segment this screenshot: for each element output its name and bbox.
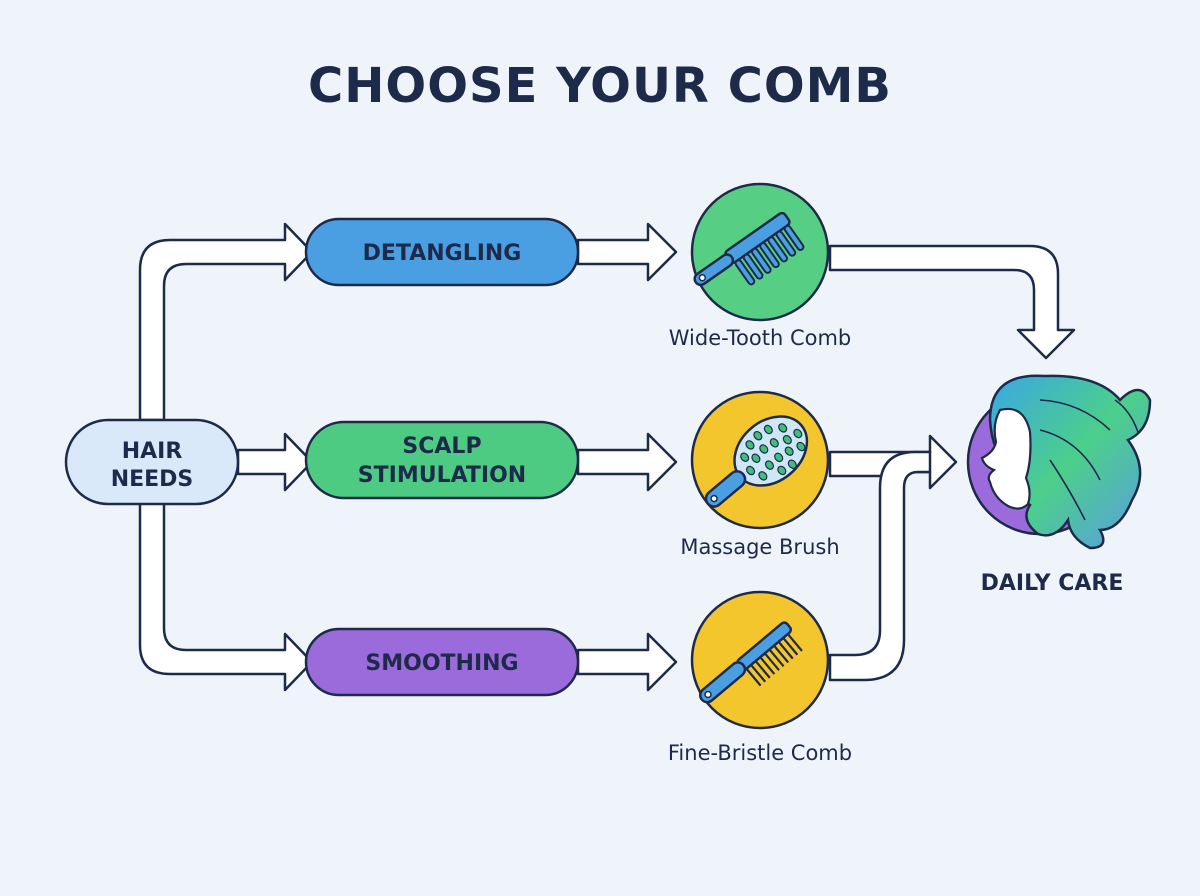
tool-label-fine-bristle-comb: Fine-Bristle Comb [668, 741, 852, 765]
need-label-detangling: DETANGLING [363, 241, 522, 266]
source-node[interactable]: HAIR NEEDS [64, 418, 240, 506]
need-label-scalp-line1: SCALP [402, 434, 481, 459]
target-node-daily-care[interactable]: DAILY CARE [966, 374, 1152, 596]
need-node-scalp-stimulation[interactable]: SCALP STIMULATION [304, 420, 580, 500]
arrow-scalp-to-massage-brush [576, 432, 678, 492]
arrow-source-to-detangling [138, 222, 314, 422]
massage-brush-icon [704, 415, 809, 508]
need-label-scalp-line2: STIMULATION [358, 463, 526, 488]
fine-bristle-comb-icon [698, 621, 803, 704]
tool-node-wide-tooth-comb[interactable]: Wide-Tooth Comb [669, 182, 852, 350]
arrow-fine-bristle-to-daily-care [828, 450, 932, 682]
arrow-source-to-scalp [236, 432, 314, 492]
source-label-line2: NEEDS [111, 467, 194, 492]
target-label-daily-care: DAILY CARE [981, 571, 1124, 596]
need-node-smoothing[interactable]: SMOOTHING [304, 627, 580, 697]
need-label-smoothing: SMOOTHING [365, 651, 518, 676]
arrow-detangling-to-wide-tooth [576, 222, 678, 282]
tool-label-wide-tooth-comb: Wide-Tooth Comb [669, 326, 852, 350]
need-node-detangling[interactable]: DETANGLING [304, 217, 580, 287]
arrow-source-to-smoothing [138, 500, 314, 692]
connectors [138, 222, 1076, 692]
source-label-line1: HAIR [122, 439, 183, 464]
diagram-title: CHOOSE YOUR COMB [308, 58, 892, 114]
tool-node-fine-bristle-comb[interactable]: Fine-Bristle Comb [668, 590, 852, 765]
wide-tooth-comb-icon [693, 211, 805, 287]
tool-node-massage-brush[interactable]: Massage Brush [680, 390, 840, 559]
hair-profile-icon [966, 374, 1152, 550]
arrow-wide-tooth-to-daily-care [828, 244, 1076, 360]
tool-label-massage-brush: Massage Brush [680, 535, 839, 559]
arrow-smoothing-to-fine-bristle [576, 632, 678, 692]
